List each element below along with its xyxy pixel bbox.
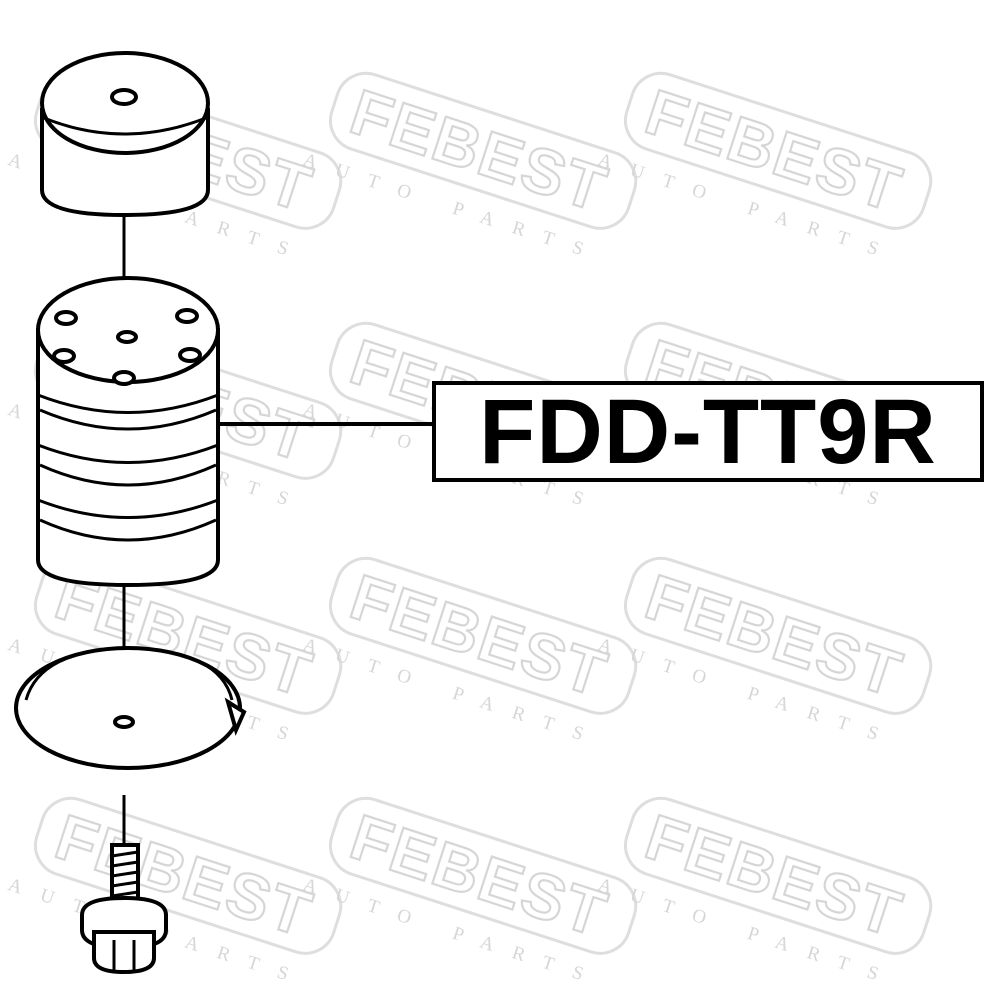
stud-hole xyxy=(175,308,199,324)
bump-stop xyxy=(36,276,220,588)
top-cap xyxy=(40,51,210,218)
stud-hole xyxy=(112,370,136,386)
stud-hole xyxy=(178,347,202,363)
washer-plate xyxy=(14,646,247,770)
stud-hole xyxy=(54,310,78,326)
bolt xyxy=(80,843,168,975)
part-number-label: FDD-TT9R xyxy=(432,381,984,482)
stud-hole xyxy=(52,348,76,364)
center-hole xyxy=(116,330,138,344)
washer-center-hole xyxy=(113,715,135,729)
cap-center-hole xyxy=(110,88,138,106)
part-number-text: FDD-TT9R xyxy=(479,380,937,483)
